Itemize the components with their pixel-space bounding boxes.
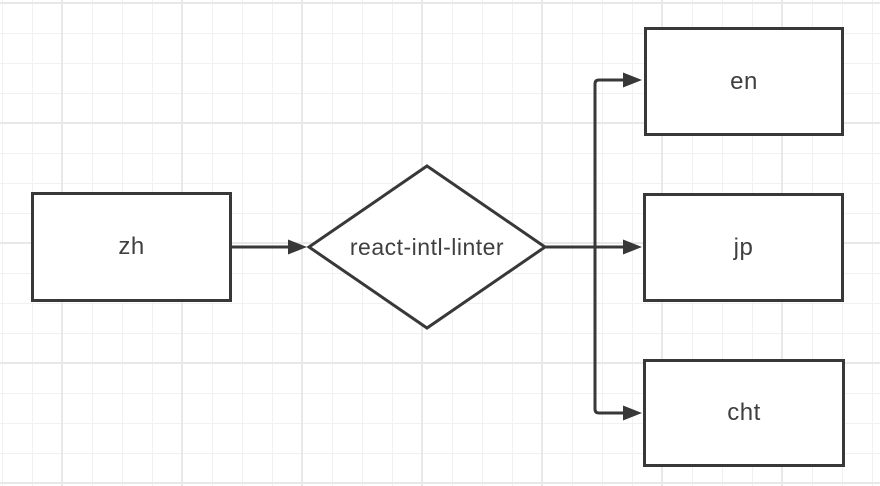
arrowhead-icon	[623, 72, 642, 88]
node-cht: cht	[643, 359, 845, 467]
node-en: en	[644, 27, 844, 136]
arrowhead-icon	[623, 405, 642, 421]
node-zh-label: zh	[118, 233, 145, 260]
node-jp-label: jp	[733, 233, 754, 261]
node-jp: jp	[643, 193, 844, 302]
node-en-label: en	[730, 67, 758, 95]
node-cht-label: cht	[727, 399, 761, 426]
node-zh: zh	[31, 192, 232, 302]
diamond-shape-react-intl-linter	[306, 164, 548, 330]
arrowhead-icon	[288, 239, 307, 255]
edge-linter-branch	[593, 78, 626, 415]
arrowhead-icon	[623, 239, 642, 255]
